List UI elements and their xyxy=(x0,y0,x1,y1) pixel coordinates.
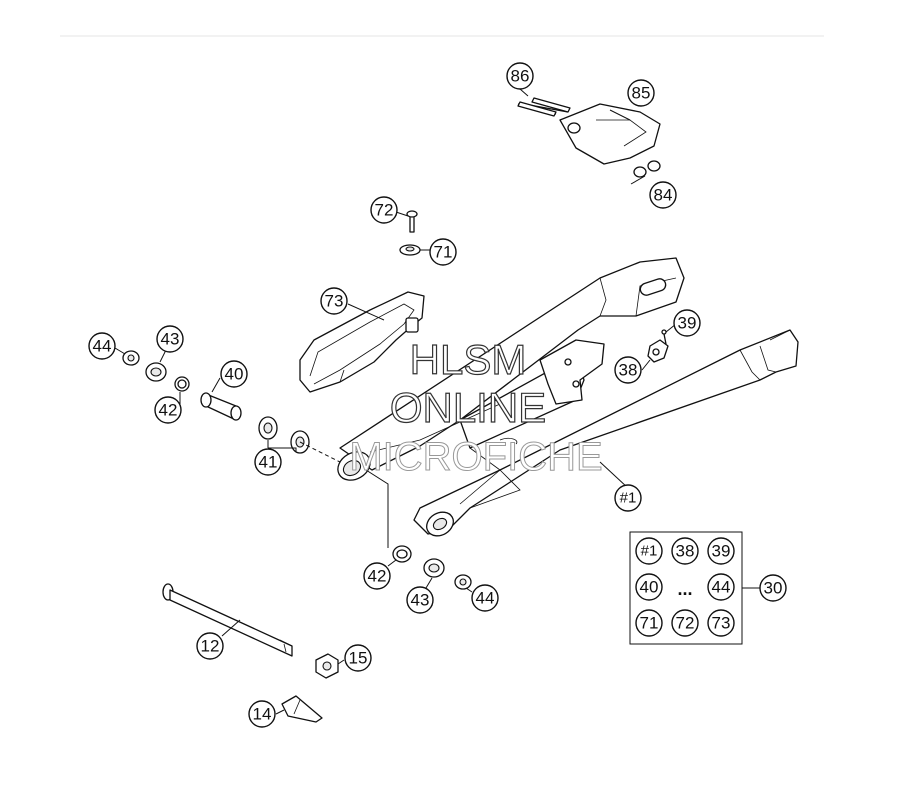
callout-38: 38 xyxy=(614,356,642,384)
watermark-line-3: MICROFICHE xyxy=(349,435,602,479)
kit-item-72: 72 xyxy=(671,609,699,637)
watermark: HLSM ONLINE MICROFICHE xyxy=(349,335,603,479)
callout-42-right: 42 xyxy=(363,562,391,590)
callout-73-label: 73 xyxy=(325,292,344,311)
callout-84: 84 xyxy=(649,181,677,209)
callout-1: #1 xyxy=(614,484,642,512)
callout-15: 15 xyxy=(344,644,372,672)
callout-41-label: 41 xyxy=(259,453,278,472)
callout-43-right-label: 43 xyxy=(411,591,430,610)
svg-text:71: 71 xyxy=(640,614,659,633)
kit-item-38: 38 xyxy=(671,537,699,565)
callout-39: 39 xyxy=(673,309,701,337)
callout-12: 12 xyxy=(196,632,224,660)
pivot-hardware-right xyxy=(365,469,472,590)
callout-39-label: 39 xyxy=(678,314,697,333)
callout-44-left: 44 xyxy=(88,332,116,360)
callout-72: 72 xyxy=(370,196,398,224)
callout-44-right-label: 44 xyxy=(476,589,495,608)
chain-guide-part xyxy=(517,97,661,178)
callout-30-label: 30 xyxy=(764,579,783,598)
kit-item-39: 39 xyxy=(707,537,735,565)
callout-86: 86 xyxy=(506,62,534,90)
callout-14-label: 14 xyxy=(253,705,272,724)
kit-item-71: 71 xyxy=(635,609,663,637)
callout-71: 71 xyxy=(429,238,457,266)
svg-text:#1: #1 xyxy=(641,543,658,560)
pivot-axle-part xyxy=(162,583,339,723)
kit-ellipsis: ... xyxy=(677,579,692,599)
callout-41: 41 xyxy=(254,448,282,476)
callout-86-label: 86 xyxy=(511,67,530,86)
callout-40-label: 40 xyxy=(225,365,244,384)
callout-43-left-label: 43 xyxy=(161,330,180,349)
svg-text:40: 40 xyxy=(640,578,659,597)
callout-30: 30 xyxy=(759,574,787,602)
callout-43-right: 43 xyxy=(406,586,434,614)
callout-42-left: 42 xyxy=(154,396,182,424)
kit-item-40: 40 xyxy=(635,573,663,601)
kit-box: #1 38 39 40 ... 44 71 72 73 xyxy=(629,531,760,645)
callout-12-label: 12 xyxy=(201,637,220,656)
swingarm-part xyxy=(337,257,799,537)
callout-71-label: 71 xyxy=(434,243,453,262)
callout-40: 40 xyxy=(220,360,248,388)
svg-text:72: 72 xyxy=(676,614,695,633)
callout-42-right-label: 42 xyxy=(368,567,387,586)
callout-43-left: 43 xyxy=(156,325,184,353)
callout-42-left-label: 42 xyxy=(159,401,178,420)
svg-text:44: 44 xyxy=(712,578,731,597)
svg-text:39: 39 xyxy=(712,542,731,561)
watermark-line-1: HLSM xyxy=(410,336,527,383)
callout-85-label: 85 xyxy=(632,84,651,103)
callout-73: 73 xyxy=(320,287,348,315)
chain-slider-part xyxy=(299,210,425,393)
callout-44-left-label: 44 xyxy=(93,337,112,356)
callout-38-label: 38 xyxy=(619,361,638,380)
callout-15-label: 15 xyxy=(349,649,368,668)
callout-84-label: 84 xyxy=(654,186,673,205)
callout-44-right: 44 xyxy=(471,584,499,612)
pivot-hardware-left xyxy=(122,350,341,463)
watermark-line-2: ONLINE xyxy=(390,384,546,431)
callout-85: 85 xyxy=(627,79,655,107)
callout-14: 14 xyxy=(248,700,276,728)
small-clip-parts xyxy=(647,329,669,363)
kit-item-44: 44 xyxy=(707,573,735,601)
svg-text:73: 73 xyxy=(712,614,731,633)
svg-text:38: 38 xyxy=(676,542,695,561)
kit-item-1: #1 xyxy=(635,537,663,565)
callout-1-label: #1 xyxy=(620,490,637,507)
callout-72-label: 72 xyxy=(375,201,394,220)
kit-item-73: 73 xyxy=(707,609,735,637)
